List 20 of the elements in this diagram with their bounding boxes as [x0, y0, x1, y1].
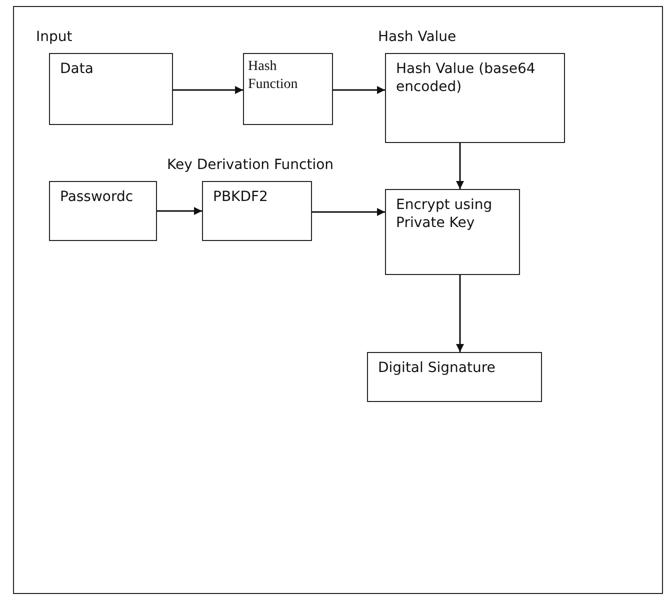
arrow — [173, 86, 243, 94]
arrow — [456, 275, 464, 352]
process-box — [385, 189, 520, 275]
box-text: Passwordc — [60, 188, 134, 206]
box-text: Digital Signature — [378, 359, 496, 378]
box-text: Encrypt using Private Key — [396, 196, 494, 232]
heading-label: Hash Value — [378, 28, 456, 46]
box-text: Data — [60, 60, 94, 78]
process-box — [367, 352, 542, 402]
box-text: Hash Function — [248, 58, 299, 94]
heading-label: Key Derivation Function — [167, 156, 334, 174]
box-text: Hash Value (base64 encoded) — [396, 60, 536, 96]
box-text: PBKDF2 — [213, 188, 269, 206]
arrow — [312, 208, 385, 216]
process-box — [243, 53, 333, 125]
arrow — [333, 86, 385, 94]
process-box — [49, 181, 157, 241]
heading-label: Input — [36, 28, 72, 46]
arrow — [157, 207, 202, 215]
arrow — [456, 143, 464, 189]
